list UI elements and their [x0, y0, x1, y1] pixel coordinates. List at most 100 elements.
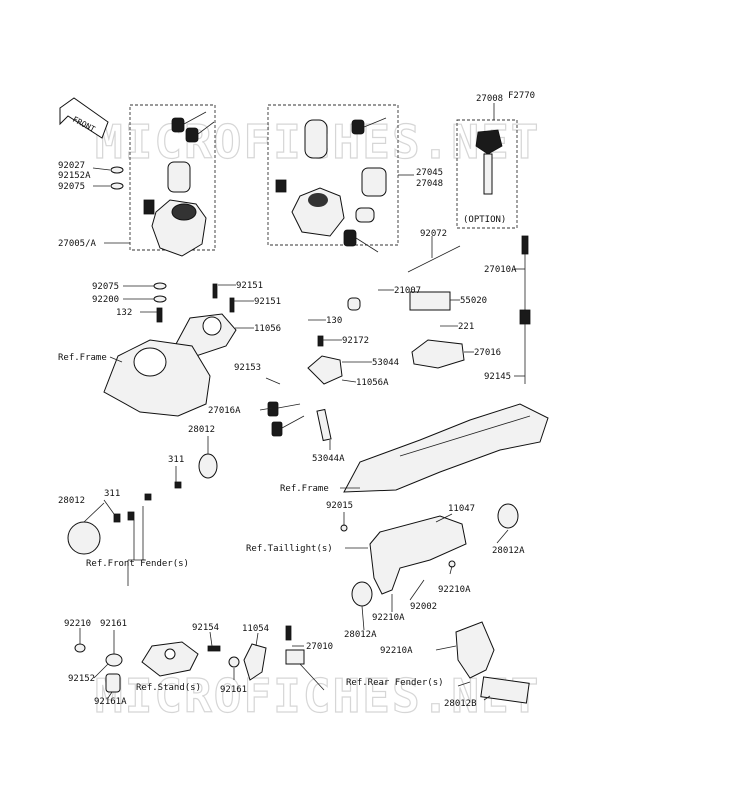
rear-fender-icon [455, 621, 530, 704]
label-53044A: 53044A [312, 454, 345, 464]
label-27045: 27045 [416, 168, 443, 178]
label-92161-b: 92161 [220, 685, 247, 695]
option-key-box [456, 119, 518, 229]
reflector-front-icon [67, 521, 101, 555]
label-27005A: 27005/A [58, 239, 97, 249]
key-set-small-icon [267, 401, 305, 437]
nut-icon [144, 493, 152, 501]
label-28012A-right: 28012A [492, 546, 525, 556]
lock-lever-icon [307, 335, 343, 385]
washer-icon [153, 295, 167, 303]
bolt-icon [156, 307, 163, 323]
option-label: (OPTION) [463, 215, 506, 225]
wire-lead-icon [519, 235, 531, 384]
cable-sleeve-icon [316, 408, 332, 442]
ref-stand: Ref.Stand(s) [136, 683, 201, 693]
label-92151-b: 92151 [254, 297, 281, 307]
rear-subframe-icon [343, 403, 549, 493]
part-labels: 27008 92027 92152A 92075 27005/A 92075 9… [58, 94, 525, 709]
license-bracket-icon [351, 503, 519, 607]
label-11056: 11056 [254, 324, 281, 334]
label-92151-a: 92151 [236, 281, 263, 291]
ref-taillight: Ref.Taillight(s) [246, 544, 333, 554]
option-key-icon [475, 129, 503, 195]
holder-icon [409, 291, 451, 311]
label-11047: 11047 [448, 504, 475, 514]
side-stand-bracket-icon [141, 641, 199, 677]
front-arrow-icon: FRONT [59, 97, 109, 139]
ref-front-fender: Ref.Front Fender(s) [86, 559, 189, 569]
label-92145: 92145 [484, 372, 511, 382]
cylinder-icon [304, 119, 328, 159]
label-27016A: 27016A [208, 406, 241, 416]
label-27016: 27016 [474, 348, 501, 358]
label-92161A: 92161A [94, 697, 127, 707]
washer-icon [110, 182, 124, 190]
nut-icon [174, 481, 182, 489]
cable-icon [407, 245, 461, 273]
grommet-icon [105, 673, 121, 693]
label-92210A-b: 92210A [372, 613, 405, 623]
label-311-b: 311 [104, 489, 120, 499]
label-92210A-c: 92210A [380, 646, 413, 656]
label-130: 130 [326, 316, 342, 326]
label-92210A-a: 92210A [438, 585, 471, 595]
ref-frame-left: Ref.Frame [58, 353, 107, 363]
label-53044: 53044 [372, 358, 399, 368]
ignition-switch-icon [143, 199, 207, 257]
key-icon [171, 111, 215, 143]
bushing-icon [105, 653, 123, 667]
label-221: 221 [458, 322, 474, 332]
label-92200: 92200 [92, 295, 119, 305]
washer-icon [110, 166, 124, 174]
label-11054: 11054 [242, 624, 269, 634]
seat-lock-icon [361, 167, 387, 197]
label-27010: 27010 [306, 642, 333, 652]
washer-icon [153, 282, 167, 290]
key-pair-icon [343, 229, 379, 311]
reflector-icon [198, 453, 218, 479]
label-27048: 27048 [416, 179, 443, 189]
label-55020: 55020 [460, 296, 487, 306]
label-92075-b: 92075 [92, 282, 119, 292]
ref-frame-right: Ref.Frame [280, 484, 329, 494]
leader-lines [79, 103, 525, 701]
bolt-icon [113, 513, 121, 523]
label-92002: 92002 [410, 602, 437, 612]
label-92027: 92027 [58, 161, 85, 171]
washer-icon [74, 643, 86, 653]
label-21007: 21007 [394, 286, 421, 296]
key-set-icon [351, 117, 387, 135]
cap-icon [355, 207, 375, 223]
frame-head-icon [103, 339, 211, 417]
label-92172: 92172 [342, 336, 369, 346]
label-92210: 92210 [64, 619, 91, 629]
label-92152A: 92152A [58, 171, 91, 181]
label-28012A-bottom: 28012A [344, 630, 377, 640]
bolt-icon [127, 511, 135, 521]
label-311-a: 311 [168, 455, 184, 465]
label-92154: 92154 [192, 623, 219, 633]
label-92153: 92153 [234, 363, 261, 373]
lock-cylinder-icon [167, 161, 191, 193]
side-stand-switch-icon [243, 625, 325, 691]
label-92015: 92015 [326, 501, 353, 511]
label-27010A: 27010A [484, 265, 517, 275]
label-28012-b: 28012 [58, 496, 85, 506]
ref-rear-fender: Ref.Rear Fender(s) [346, 678, 444, 688]
label-92161: 92161 [100, 619, 127, 629]
label-132: 132 [116, 308, 132, 318]
washer-icon [228, 656, 240, 668]
label-27008: 27008 [476, 94, 503, 104]
label-92075-a: 92075 [58, 182, 85, 192]
label-28012B: 28012B [444, 699, 477, 709]
label-28012-a: 28012 [188, 425, 215, 435]
label-92152: 92152 [68, 674, 95, 684]
bolt-icon [207, 645, 221, 652]
switch-assy-icon [275, 179, 345, 237]
seat-lock-bracket-icon [411, 339, 465, 369]
label-92072: 92072 [420, 229, 447, 239]
diagram-code: F2770 [508, 91, 535, 101]
label-11056A: 11056A [356, 378, 389, 388]
